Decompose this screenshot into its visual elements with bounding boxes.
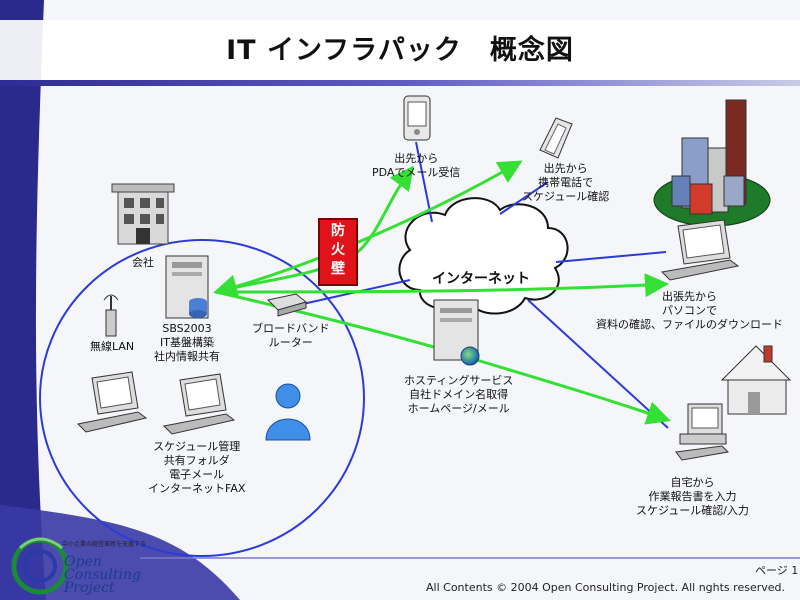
logo-line-consulting: Consulting [64,567,141,583]
server-label-line: SBS2003 [162,322,212,335]
page-title: IT インフラパック 概念図 [226,35,574,66]
hosting-label-line: ホームページ/メール [407,402,510,415]
pda-icon [403,95,431,141]
logo-tagline: 中小企業の経営革新を支援する [62,541,147,548]
hosting-label-line: 自社ドメイン名取得 [409,388,509,401]
mobile-label-line: 出先から [543,162,588,175]
business-trip-label-line: パソコンで [662,304,717,317]
server-label-line: 社内情報共有 [154,350,220,363]
broadband-router-icon [266,293,308,317]
client-pc-label-line: インターネットFAX [148,482,246,495]
hosting-label-line: ホスティングサービス [404,374,514,387]
logo-wordmark: Open Consulting Project [64,554,141,596]
decorative-band-swoosh [0,505,240,600]
header-bar [0,20,800,82]
client-pc-label-line: スケジュール管理 [153,440,241,453]
wireless-lan-label: 無線LAN [90,340,135,353]
city-buildings-icon [653,99,771,227]
laptop-icon-1 [76,371,148,433]
hosting-label: ホスティングサービス 自社ドメイン名取得 ホームページ/メール [404,374,513,416]
client-pc-label-line: 共有フォルダ [163,454,230,467]
router-label-line: ルーター [268,336,313,349]
mobile-label-line: スケジュール確認 [522,190,610,203]
wireless-access-point-icon [103,294,119,337]
firewall-box: 防火壁 [318,218,358,286]
hosting-server-icon [433,299,480,366]
business-trip-laptop-icon [660,219,740,281]
client-pc-label-line: 電子メール [169,468,225,481]
company-label: 会社 [132,256,154,269]
logo-mark-icon [11,537,69,595]
business-trip-label: 出張先から パソコンで 資料の確認、ファイルのダウンロード [596,290,783,332]
firewall-label: 防火壁 [331,223,345,277]
company-building-icon [111,183,175,245]
business-trip-label-line: 資料の確認、ファイルのダウンロード [596,318,783,331]
user-person-icon [265,383,311,441]
internet-cloud [398,197,569,315]
office-lan-boundary [39,239,365,557]
logo-line-project: Project [64,580,115,596]
pda-label: 出先から PDAでメール受信 [372,152,460,180]
sbs-server-icon [165,255,209,319]
router-label-line: ブロードバンド [252,322,330,335]
decorative-band [0,0,46,600]
server-label-line: IT基盤構築 [160,336,214,349]
laptop-icon-2 [162,373,236,435]
logo-line-open: Open [64,554,102,570]
home-label-line: 自宅から [670,476,715,489]
home-label: 自宅から 作業報告書を入力 スケジュール確認/入力 [636,476,749,518]
internet-label: インターネット [432,271,530,287]
mobile-label: 出先から 携帯電話で スケジュール確認 [522,162,609,204]
business-trip-label-line: 出張先から [662,290,717,303]
mobile-phone-icon [539,117,573,159]
pda-label-line: 出先から [394,152,439,165]
home-label-line: 作業報告書を入力 [648,490,737,503]
mobile-label-line: 携帯電話で [538,176,594,189]
copyright-text: All Contents © 2004 Open Consulting Proj… [426,581,785,594]
page-number: ページ 1 [755,564,799,577]
router-label: ブロードバンド ルーター [252,322,330,350]
pda-label-line: PDAでメール受信 [372,166,461,179]
server-label: SBS2003 IT基盤構築 社内情報共有 [154,322,220,364]
client-pc-label: スケジュール管理 共有フォルダ 電子メール インターネットFAX [148,440,245,496]
home-label-line: スケジュール確認/入力 [636,504,749,517]
house-icon [720,345,792,415]
home-desktop-pc-icon [675,403,730,461]
